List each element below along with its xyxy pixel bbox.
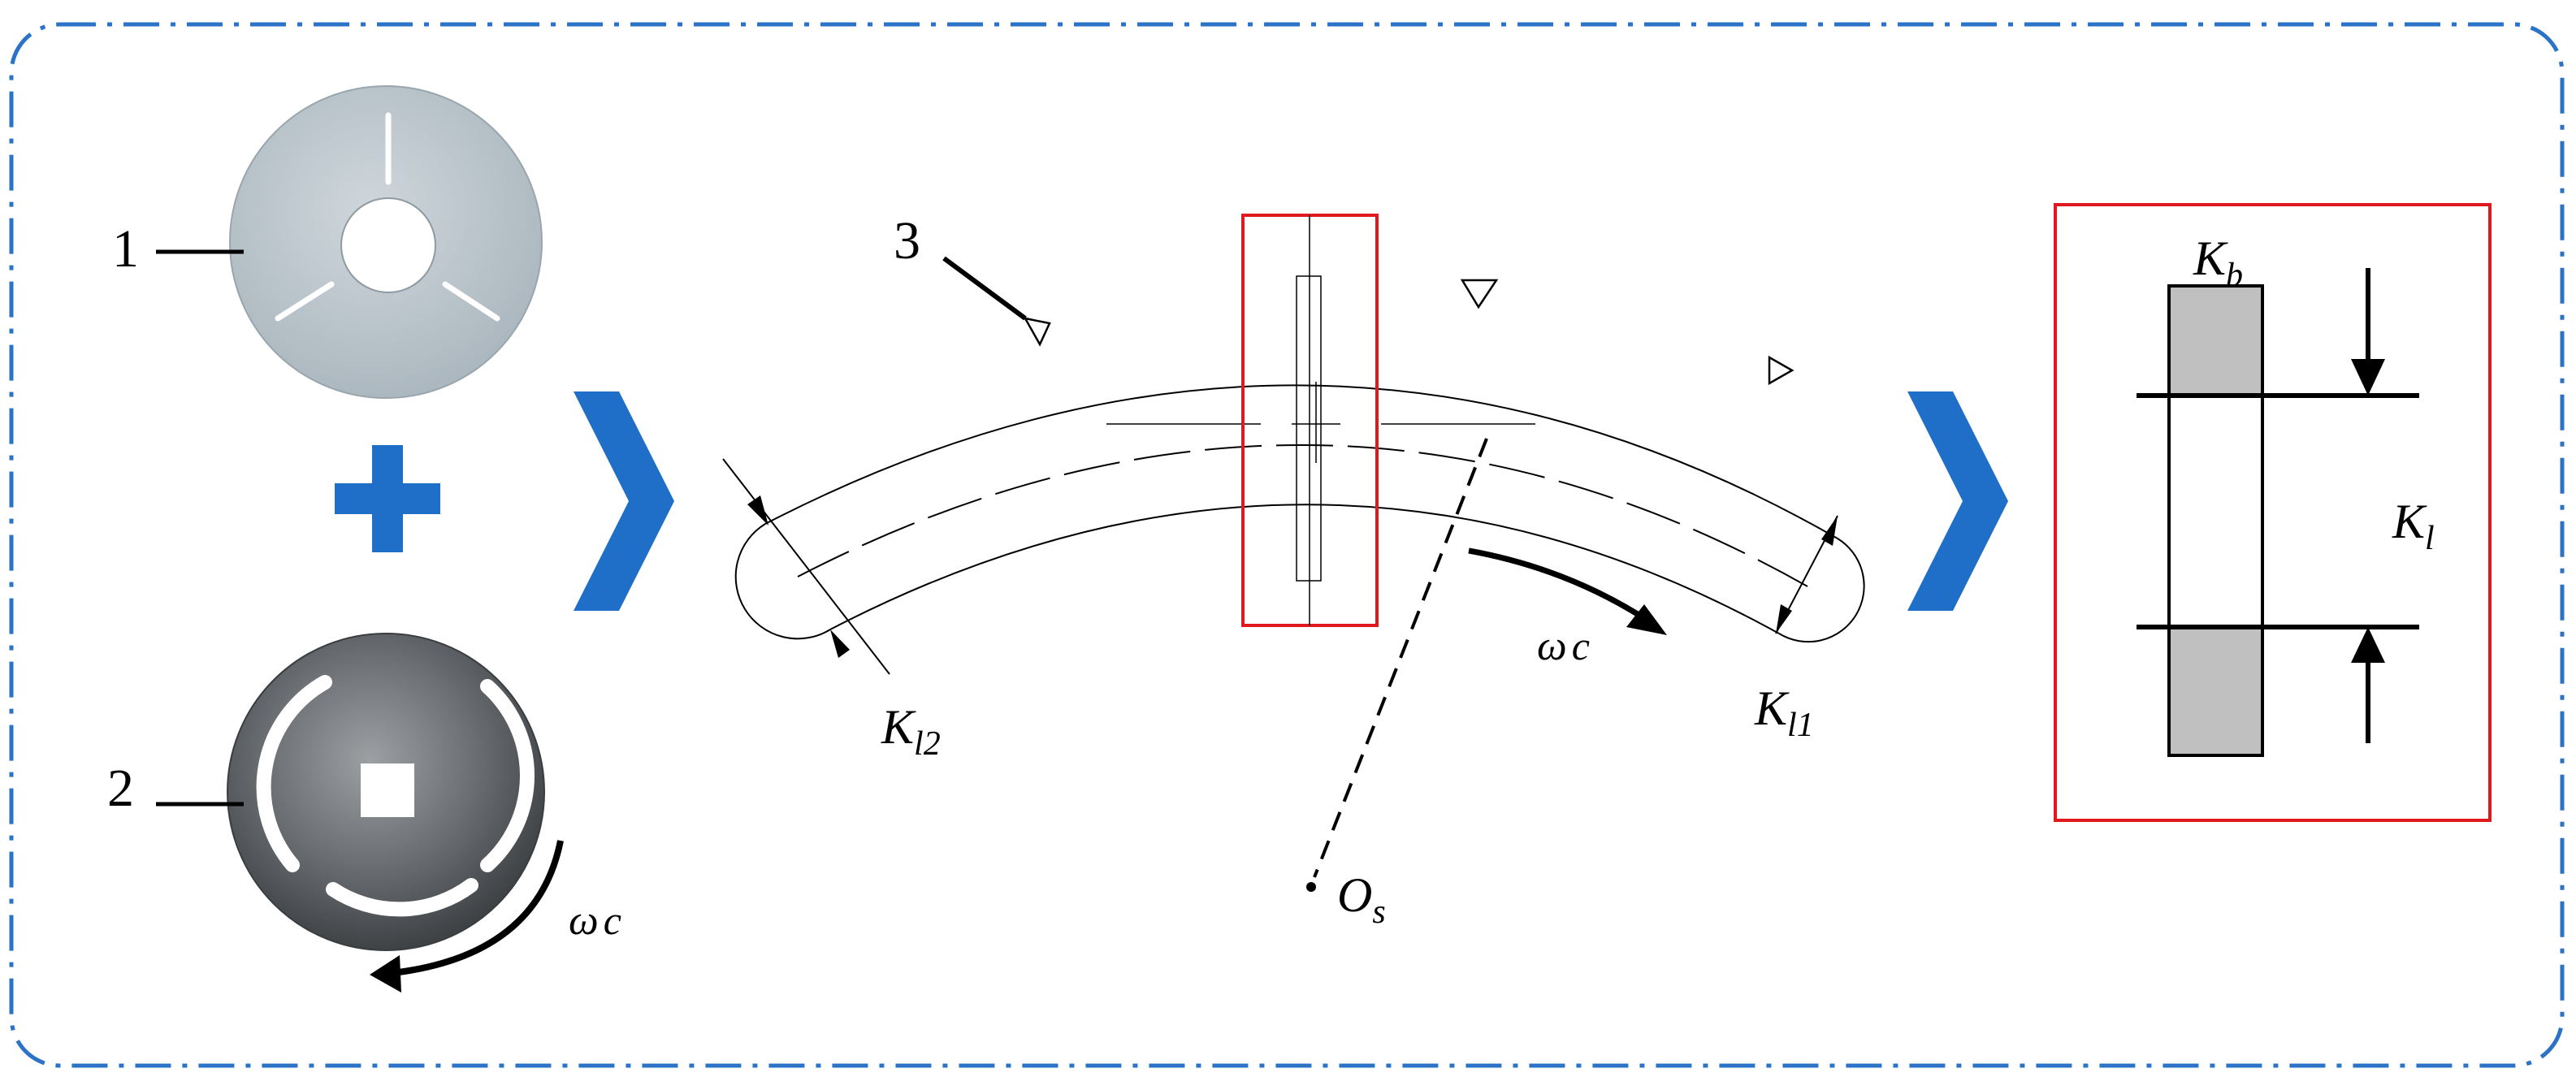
kl2-arrow-head [747, 495, 768, 526]
chevron-right-icon [574, 391, 674, 611]
rotation-arrow-left [374, 840, 564, 978]
rotation-arrow-middle [1468, 547, 1651, 624]
kl2-arrow-head [830, 629, 850, 658]
small-triangle [1460, 279, 1499, 309]
part-3-label: 3 [894, 211, 920, 270]
kb-label: Kb [2193, 231, 2243, 294]
kl1-arrow-head [1821, 516, 1838, 546]
kl2-dimension-line [722, 458, 890, 675]
kl1-label: Kl1 [1754, 681, 1814, 744]
kl-arrow-bottom-head [2351, 627, 2385, 663]
part-2-disk [227, 633, 545, 951]
os-label: Os [1337, 868, 1386, 931]
small-triangle [1023, 317, 1051, 347]
kl-arrow-top-head [2351, 359, 2385, 396]
small-triangle [1768, 355, 1795, 386]
rotation-arrow-left-head [370, 955, 401, 993]
rotation-arrow-middle-head [1626, 604, 1667, 635]
part-3-leader [942, 256, 1027, 321]
kl-label: Kl [2392, 495, 2435, 557]
part-1-disk [229, 85, 543, 399]
highlight-box-center [1241, 214, 1379, 627]
kl1-arrow-head [1776, 604, 1792, 634]
part-1-label: 1 [112, 219, 139, 279]
kl2-label: Kl2 [881, 700, 941, 763]
chevron-right-icon [1907, 391, 2008, 611]
center-point [1306, 882, 1316, 892]
outer-frame [9, 22, 2565, 1068]
part-2-label: 2 [107, 759, 134, 818]
plus-icon [335, 445, 440, 552]
center-marks [1106, 382, 1535, 463]
radius-line [1313, 438, 1488, 878]
highlight-box-detail [2054, 203, 2492, 822]
